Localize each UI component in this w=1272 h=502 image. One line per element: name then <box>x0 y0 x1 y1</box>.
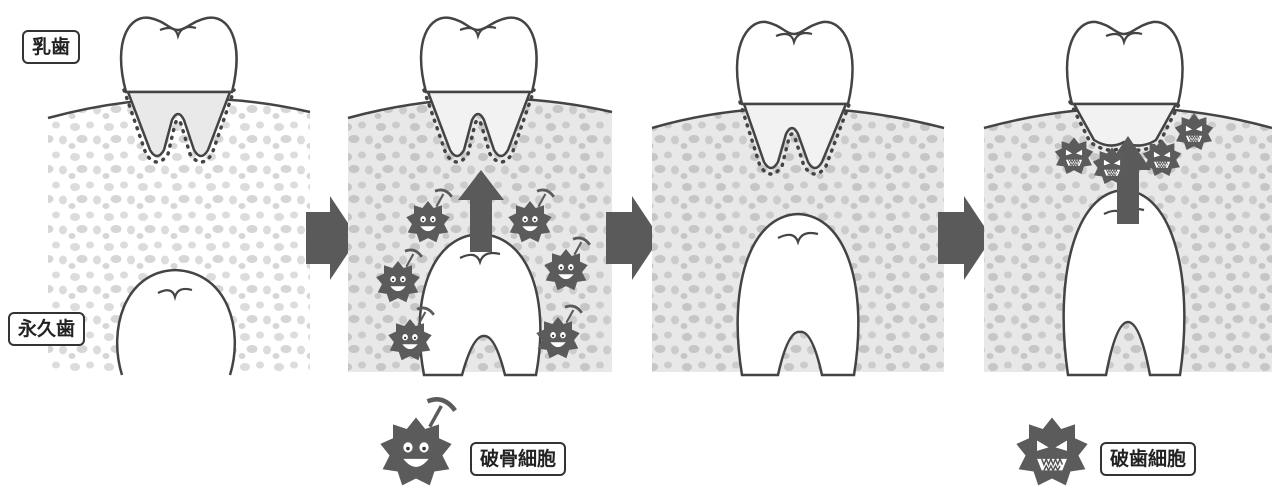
stage-1-panel <box>48 18 310 375</box>
osteoclast-legend-icon <box>380 399 455 485</box>
osteoclast-label: 破骨細胞 <box>470 442 566 476</box>
stage-3-panel <box>652 22 944 375</box>
baby-tooth-label: 乳歯 <box>22 30 80 64</box>
odontoclast-label: 破歯細胞 <box>1100 442 1196 476</box>
right-arrow-icon <box>606 196 660 280</box>
stage-2-panel <box>348 18 612 375</box>
odontoclast-legend-icon <box>1016 418 1087 486</box>
stage-4-panel <box>984 22 1272 375</box>
permanent-tooth-label: 永久歯 <box>8 312 85 346</box>
right-arrow-icon <box>938 196 992 280</box>
